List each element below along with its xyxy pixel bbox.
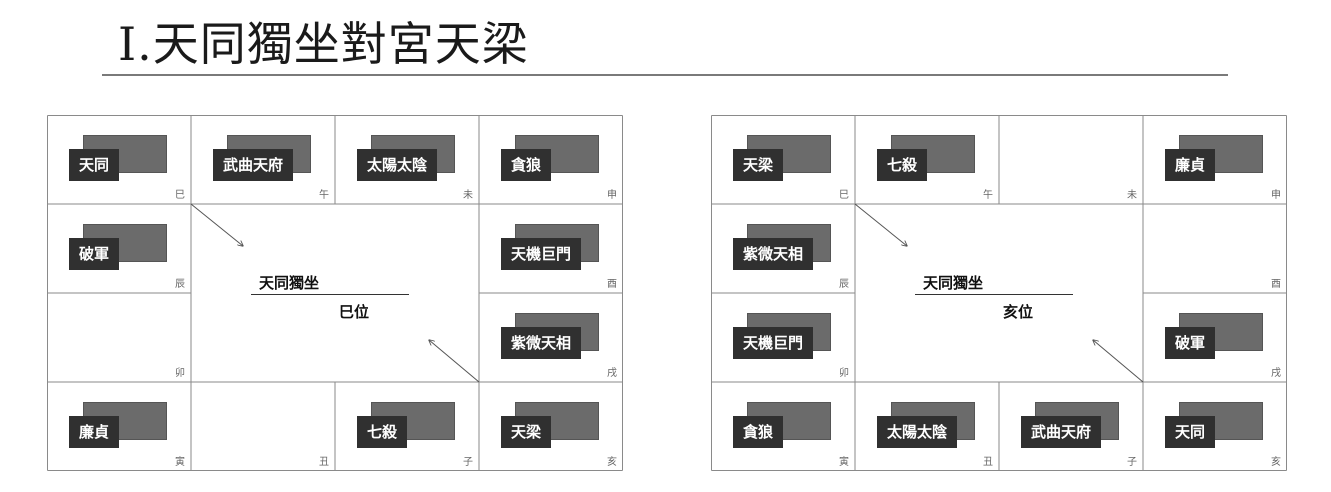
center-title: 天同獨坐 — [259, 274, 320, 292]
palace-chart-left: 天同巳 武曲天府午 太陽太陰未 貪狼申破軍辰 天機巨門酉卯 紫微天相戌廉貞寅 丑 七殺子 天梁亥… — [47, 115, 623, 471]
star-name: 天機巨門 — [733, 327, 814, 359]
title-underline — [102, 74, 1228, 76]
star-name: 武曲天府 — [1021, 416, 1102, 448]
star-name: 紫微天相 — [501, 327, 582, 359]
chart-grid — [47, 115, 623, 471]
earthly-branch-label: 亥 — [607, 457, 617, 468]
center-underline — [915, 294, 1073, 295]
earthly-branch-label: 辰 — [175, 279, 185, 290]
earthly-branch-label: 申 — [1271, 190, 1281, 201]
star-name: 七殺 — [877, 149, 928, 181]
earthly-branch-label: 寅 — [175, 457, 185, 468]
earthly-branch-label: 丑 — [983, 457, 993, 468]
earthly-branch-label: 卯 — [175, 368, 185, 379]
palace-chart-right: 天梁巳七殺午未廉貞申紫微天相辰酉天機巨門卯破軍戌貪狼寅太陽太陰丑武曲天府子天同亥… — [711, 115, 1287, 471]
star-name: 廉貞 — [69, 416, 120, 448]
earthly-branch-label: 亥 — [1271, 457, 1281, 468]
star-name: 紫微天相 — [733, 238, 814, 270]
star-name: 貪狼 — [501, 149, 552, 181]
earthly-branch-label: 丑 — [319, 457, 329, 468]
star-name: 天同 — [1165, 416, 1216, 448]
page-title: Ⅰ.天同獨坐對宮天梁 — [118, 17, 529, 71]
star-name: 破軍 — [1165, 327, 1216, 359]
direction-arrow — [854, 203, 907, 246]
earthly-branch-label: 午 — [319, 190, 329, 201]
center-underline — [251, 294, 409, 295]
star-name: 天梁 — [501, 416, 552, 448]
star-name: 武曲天府 — [213, 149, 294, 181]
star-name: 貪狼 — [733, 416, 784, 448]
earthly-branch-label: 午 — [983, 190, 993, 201]
star-name: 天梁 — [733, 149, 784, 181]
earthly-branch-label: 子 — [1127, 457, 1137, 468]
star-name: 廉貞 — [1165, 149, 1216, 181]
earthly-branch-label: 戌 — [607, 368, 617, 379]
earthly-branch-label: 巳 — [175, 190, 185, 201]
earthly-branch-label: 酉 — [607, 279, 617, 290]
earthly-branch-label: 辰 — [839, 279, 849, 290]
earthly-branch-label: 未 — [1127, 190, 1137, 201]
star-name: 天機巨門 — [501, 238, 582, 270]
center-title: 天同獨坐 — [923, 274, 984, 292]
center-position: 亥位 — [1003, 303, 1034, 321]
earthly-branch-label: 戌 — [1271, 368, 1281, 379]
direction-arrow — [190, 203, 243, 246]
star-name: 太陽太陰 — [357, 149, 438, 181]
earthly-branch-label: 申 — [607, 190, 617, 201]
direction-arrow — [429, 340, 480, 383]
star-name: 天同 — [69, 149, 120, 181]
star-name: 破軍 — [69, 238, 120, 270]
earthly-branch-label: 子 — [463, 457, 473, 468]
earthly-branch-label: 巳 — [839, 190, 849, 201]
chart-grid — [711, 115, 1287, 471]
earthly-branch-label: 寅 — [839, 457, 849, 468]
earthly-branch-label: 卯 — [839, 368, 849, 379]
star-name: 七殺 — [357, 416, 408, 448]
direction-arrow — [1093, 340, 1144, 383]
earthly-branch-label: 酉 — [1271, 279, 1281, 290]
center-position: 巳位 — [339, 303, 370, 321]
earthly-branch-label: 未 — [463, 190, 473, 201]
star-name: 太陽太陰 — [877, 416, 958, 448]
